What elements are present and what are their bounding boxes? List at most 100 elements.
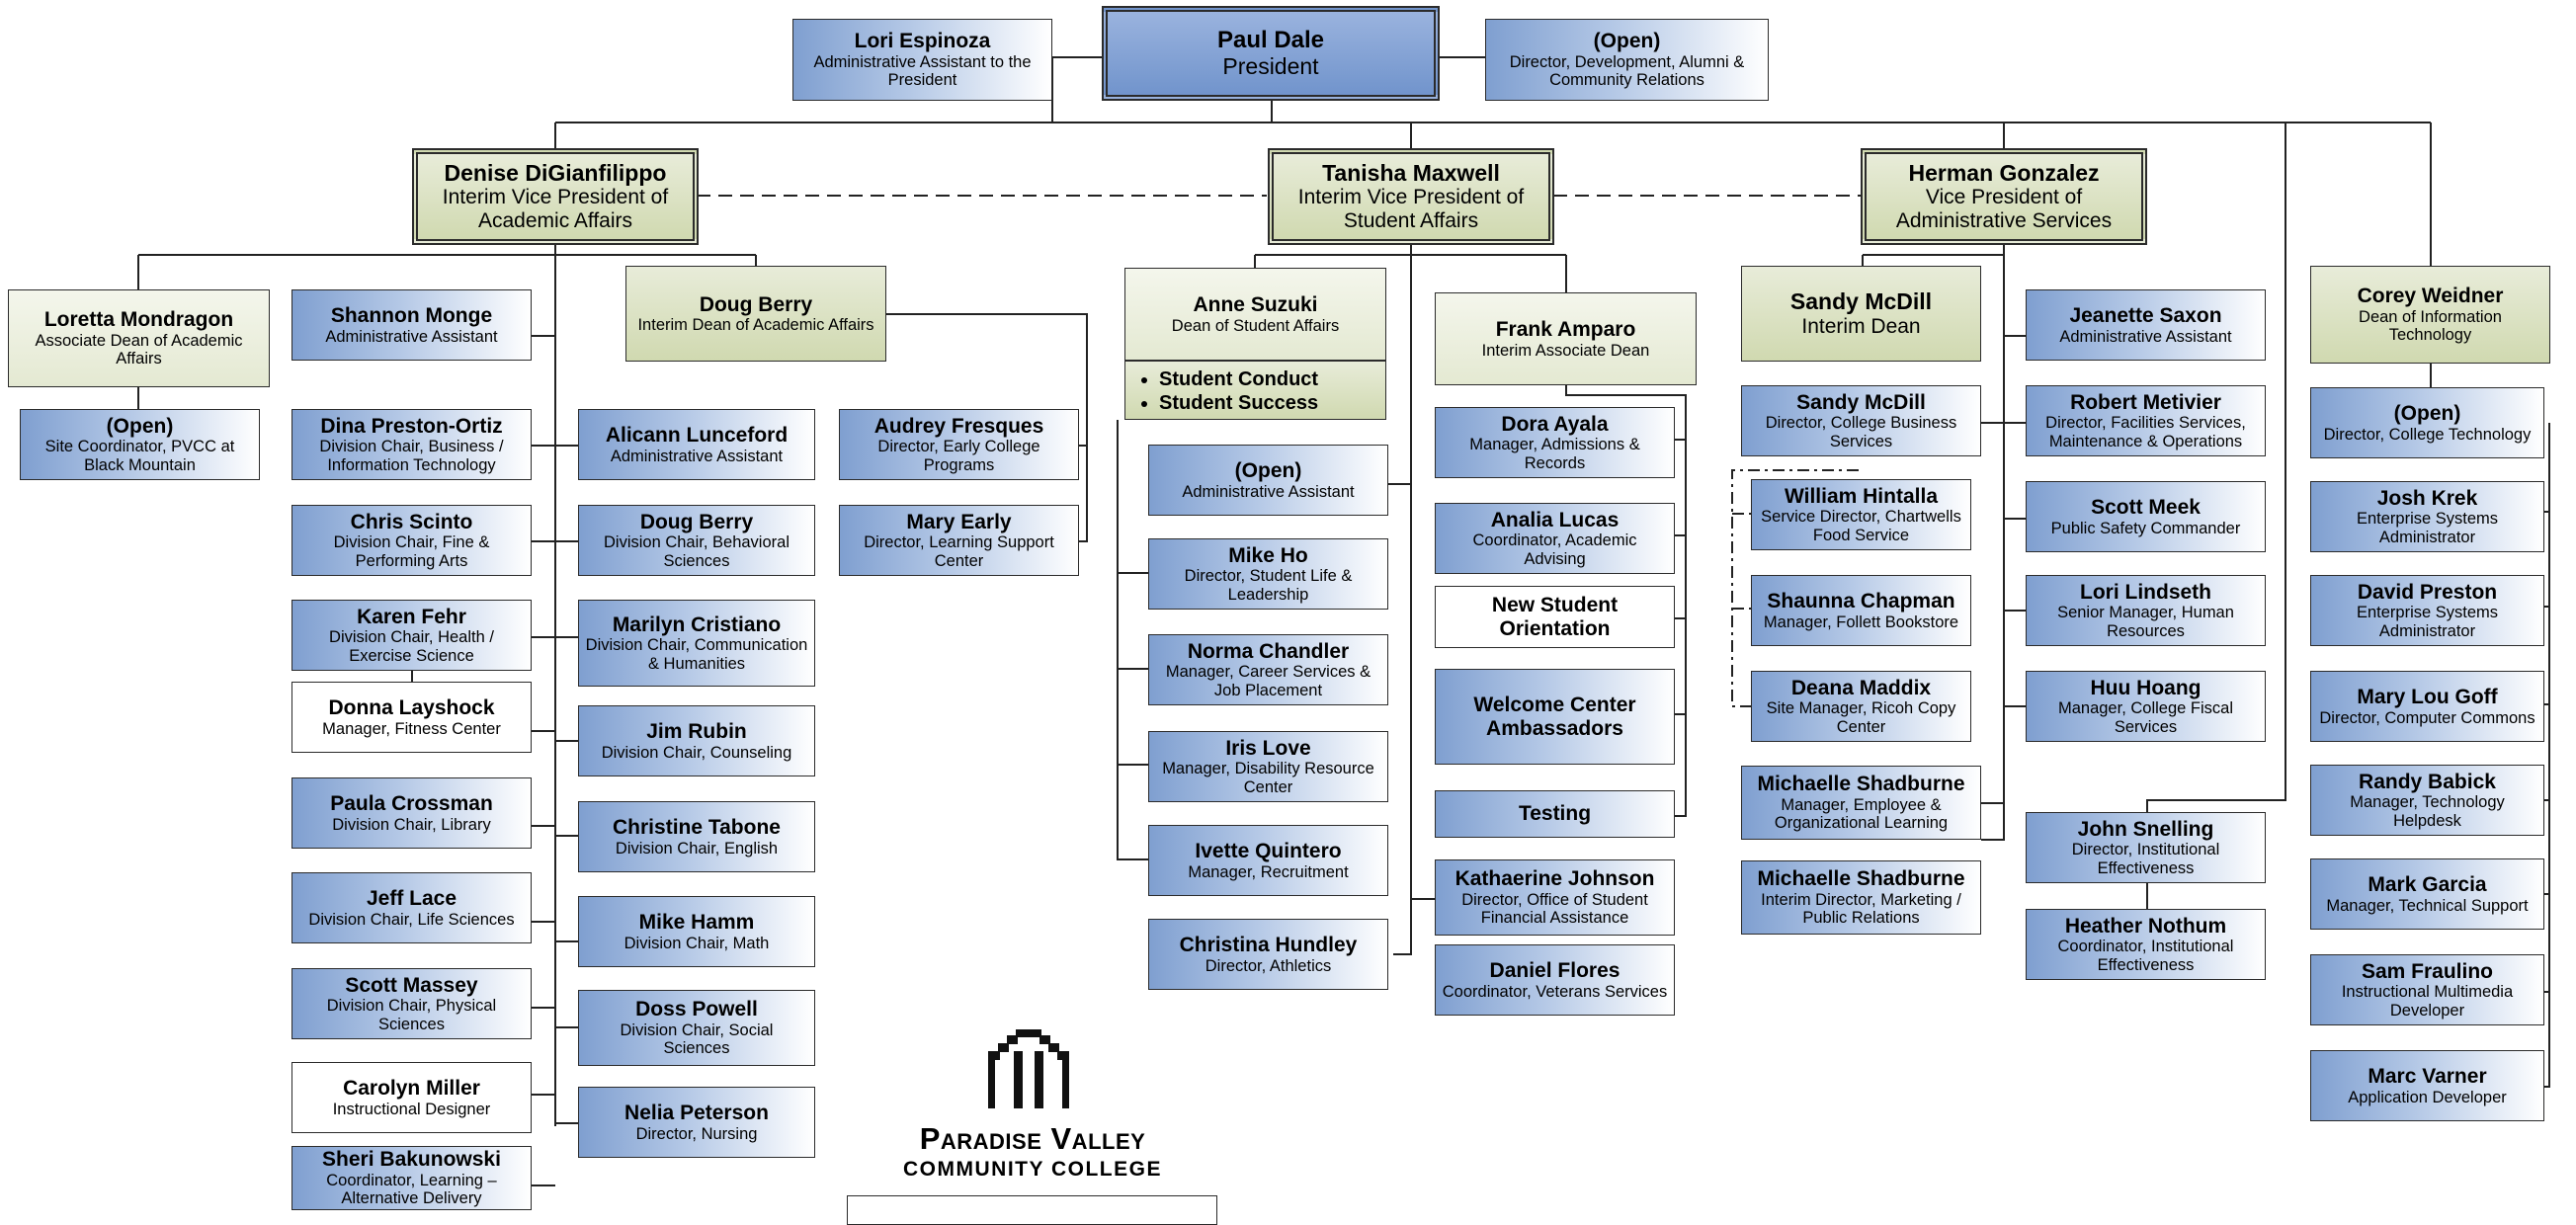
person-name: Michaelle Shadburne	[1757, 867, 1965, 891]
person-name: Heather Nothum	[2064, 914, 2227, 938]
box-david-preston: David Preston Enterprise Systems Adminis…	[2310, 575, 2544, 646]
person-name: Audrey Fresques	[873, 414, 1044, 438]
person-name: Kathaerine Johnson	[1454, 867, 1655, 891]
box-chris-scinto: Chris Scinto Division Chair, Fine & Perf…	[291, 505, 532, 576]
person-name: Dora Ayala	[1501, 412, 1609, 436]
box-open-dev-director: (Open) Director, Development, Alumni & C…	[1485, 19, 1769, 101]
unit-name: Welcome Center Ambassadors	[1473, 693, 1636, 740]
box-sandy-mcdill-director: Sandy McDill Director, College Business …	[1741, 385, 1981, 456]
person-name: Jeanette Saxon	[2069, 304, 2222, 327]
person-name: Doug Berry	[639, 510, 754, 533]
person-name: Doss Powell	[635, 998, 758, 1021]
person-title: Instructional Multimedia Developer	[2341, 983, 2514, 1020]
box-corey-weidner: Corey Weidner Dean of Information Techno…	[2310, 266, 2550, 364]
box-carolyn-miller: Carolyn Miller Instructional Designer	[291, 1062, 532, 1133]
box-norma-chandler: Norma Chandler Manager, Career Services …	[1148, 634, 1388, 705]
box-christina-hundley: Christina Hundley Director, Athletics	[1148, 919, 1388, 990]
person-title: Associate Dean of Academic Affairs	[35, 331, 243, 368]
person-name: Robert Metivier	[2070, 390, 2221, 414]
box-sam-fraulino: Sam Fraulino Instructional Multimedia De…	[2310, 954, 2544, 1025]
person-name: Mary Lou Goff	[2357, 686, 2498, 708]
box-alicann-lunceford: Alicann Lunceford Administrative Assista…	[578, 409, 815, 480]
box-scott-massey: Scott Massey Division Chair, Physical Sc…	[291, 968, 532, 1039]
person-title: Director, Institutional Effectiveness	[2071, 841, 2220, 877]
box-josh-krek: Josh Krek Enterprise Systems Administrat…	[2310, 481, 2544, 552]
person-title: Enterprise Systems Administrator	[2356, 510, 2499, 546]
person-name: Loretta Mondragon	[43, 308, 234, 332]
person-title: Director, Development, Alumni & Communit…	[1509, 52, 1745, 90]
person-title: Administrative Assistant	[610, 447, 784, 465]
person-name: Christina Hundley	[1179, 934, 1358, 956]
box-open-site-coordinator: (Open) Site Coordinator, PVCC at Black M…	[20, 409, 260, 480]
person-title: Manager, College Fiscal Services	[2057, 699, 2233, 736]
person-name: Lori Espinoza	[854, 30, 991, 53]
unit-name: Testing	[1518, 802, 1592, 826]
person-name: Jeff Lace	[366, 887, 457, 910]
person-title: Director, Computer Commons	[2319, 708, 2535, 727]
person-name: Ivette Quintero	[1195, 840, 1342, 862]
person-title: Administrative Assistant	[1182, 482, 1355, 501]
box-testing: Testing	[1435, 790, 1675, 838]
box-john-snelling: John Snelling Director, Institutional Ef…	[2026, 812, 2266, 883]
box-shaunna-chapman: Shaunna Chapman Manager, Follett Booksto…	[1751, 575, 1971, 646]
person-title: Division Chair, Math	[623, 934, 770, 952]
box-william-hintalla: William Hintalla Service Director, Chart…	[1751, 479, 1971, 550]
unit-name: New Student Orientation	[1491, 593, 1619, 640]
person-name: Sandy McDill	[1789, 287, 1933, 314]
person-name: Chris Scinto	[350, 510, 473, 533]
person-name: (Open)	[106, 414, 174, 438]
box-loretta-mondragon: Loretta Mondragon Associate Dean of Acad…	[8, 289, 270, 387]
box-marilyn-cristiano: Marilyn Cristiano Division Chair, Commun…	[578, 600, 815, 687]
person-title: Manager, Recruitment	[1188, 862, 1349, 881]
college-name-line1: Paradise Valley	[919, 1121, 1146, 1156]
person-name: Donna Layshock	[328, 696, 495, 719]
box-denise-digianfilippo: Denise DiGianfilippo Interim Vice Presid…	[412, 148, 699, 245]
person-name: John Snelling	[2077, 817, 2214, 841]
person-title: Division Chair, Business / Information T…	[319, 438, 504, 474]
box-audrey-fresques: Audrey Fresques Director, Early College …	[839, 409, 1079, 480]
person-name: Lori Lindseth	[2080, 580, 2211, 604]
person-title: Division Chair, Social Sciences	[620, 1021, 774, 1058]
box-randy-babick: Randy Babick Manager, Technology Helpdes…	[2310, 765, 2544, 836]
box-sheri-bakunowski: Sheri Bakunowski Coordinator, Learning –…	[291, 1146, 532, 1210]
box-dina-preston-ortiz: Dina Preston-Ortiz Division Chair, Busin…	[291, 409, 532, 480]
person-name: Mike Hamm	[638, 911, 755, 934]
box-doug-berry-dean: Doug Berry Interim Dean of Academic Affa…	[625, 266, 886, 362]
box-ivette-quintero: Ivette Quintero Manager, Recruitment	[1148, 825, 1388, 896]
box-donna-layshock: Donna Layshock Manager, Fitness Center	[291, 682, 532, 753]
person-title: Division Chair, Physical Sciences	[326, 997, 497, 1033]
person-title: Director, Nursing	[635, 1124, 758, 1143]
duty-item: Student Success	[1159, 391, 1375, 415]
box-karen-fehr: Karen Fehr Division Chair, Health / Exer…	[291, 600, 532, 671]
person-title: Manager, Fitness Center	[322, 719, 501, 738]
box-analia-lucas: Analia Lucas Coordinator, Academic Advis…	[1435, 503, 1675, 574]
box-iris-love: Iris Love Manager, Disability Resource C…	[1148, 731, 1388, 802]
person-title: Division Chair, Counseling	[601, 743, 792, 762]
person-title: Administrative Assistant	[2059, 327, 2232, 346]
box-mike-hamm: Mike Hamm Division Chair, Math	[578, 896, 815, 967]
box-herman-gonzalez: Herman Gonzalez Vice President of Admini…	[1861, 148, 2147, 245]
person-name: Randy Babick	[2359, 770, 2496, 793]
person-name: Scott Massey	[345, 973, 478, 997]
person-title: Senior Manager, Human Resources	[2057, 604, 2234, 640]
person-title: Manager, Disability Resource Center	[1162, 760, 1374, 796]
box-lori-espinoza: Lori Espinoza Administrative Assistant t…	[792, 19, 1052, 101]
student-affairs-duties-list: Student Conduct Student Success	[1124, 361, 1386, 420]
person-name: Michaelle Shadburne	[1757, 773, 1965, 796]
person-name: Anne Suzuki	[1193, 293, 1318, 316]
person-title: Coordinator, Learning – Alternative Deli…	[326, 1171, 497, 1208]
box-welcome-center-ambassadors: Welcome Center Ambassadors	[1435, 669, 1675, 765]
person-title: Site Coordinator, PVCC at Black Mountain	[44, 438, 235, 474]
person-name: Marc Varner	[2368, 1065, 2487, 1088]
box-jeff-lace: Jeff Lace Division Chair, Life Sciences	[291, 872, 532, 943]
person-title: Coordinator, Institutional Effectiveness	[2057, 938, 2234, 974]
person-name: Alicann Lunceford	[605, 424, 789, 447]
box-open-it-director: (Open) Director, College Technology	[2310, 387, 2544, 458]
person-title: Dean of Information Technology	[2359, 307, 2502, 345]
person-title: Interim Dean	[1801, 314, 1921, 338]
box-robert-metivier: Robert Metivier Director, Facilities Ser…	[2026, 385, 2266, 456]
box-paul-dale: Paul Dale President	[1102, 6, 1440, 101]
person-name: Deana Maddix	[1790, 676, 1932, 699]
